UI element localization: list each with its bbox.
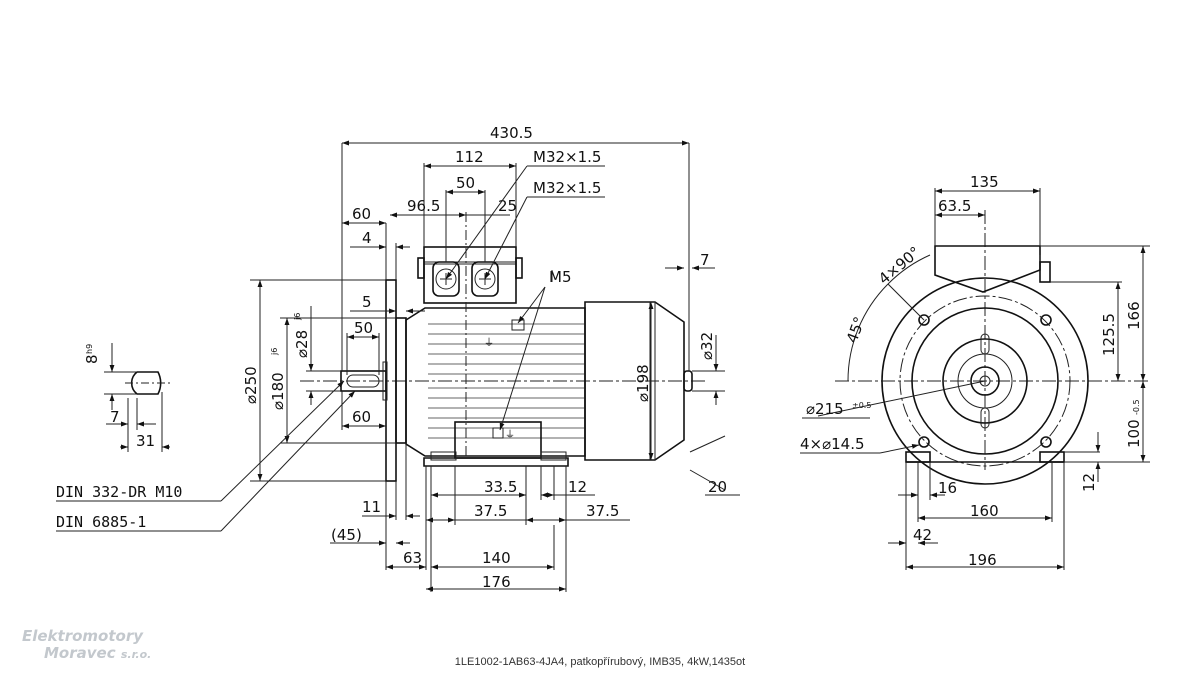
logo-suffix: s.r.o. [120, 648, 152, 661]
fan-hub [683, 370, 693, 392]
flange-thickness-label: 5 [362, 293, 372, 311]
key-width-label: 8 [83, 354, 101, 364]
company-logo: Elektromotory Moravec s.r.o. [22, 628, 151, 663]
drawing-caption: 1LE1002-1AB63-4JA4, patkopřírubový, IMB3… [454, 656, 746, 668]
foot-height-label: 12 [1080, 473, 1098, 492]
pcd-label: ⌀215 [806, 400, 844, 418]
key-height-label: 7 [110, 408, 120, 426]
box-height-label: 125.5 [1100, 313, 1118, 356]
end-foot-right [1039, 451, 1065, 463]
logo-line-2: Moravec s.r.o. [22, 645, 151, 663]
foot-hole-span-label: 33.5 [484, 478, 517, 496]
gland-offset-label: 25 [498, 197, 517, 215]
terminal-box-position-label: 96.5 [407, 197, 440, 215]
foot-hole-width-label: 12 [568, 478, 587, 496]
shaft-tolerance: j6 [293, 313, 302, 321]
motor-body [405, 307, 586, 457]
end-shaft [970, 366, 1000, 396]
gland-1-label: M32×1.5 [533, 148, 601, 166]
frame-diameter-label: ⌀198 [634, 364, 652, 402]
bolt-angle-label: 4×90° [875, 243, 924, 288]
bolt-hole-bottom-left [918, 436, 930, 448]
foot-start-label: 63 [403, 549, 422, 567]
svg-text:⏚: ⏚ [484, 337, 494, 349]
bolt-hole-top-left [918, 314, 930, 326]
foot-thickness-label: 20 [708, 478, 727, 496]
box-offset-label: 63.5 [938, 197, 971, 215]
angle-45-label: 45° [843, 314, 869, 345]
foot-left-label: 37.5 [474, 502, 507, 520]
earth-terminal-bottom-icon [492, 427, 504, 439]
end-foot-left [905, 451, 931, 463]
key-width-tolerance: h9 [85, 344, 94, 354]
shaft-height-tolerance: -0.5 [1132, 399, 1141, 415]
key-depth-label: 31 [136, 432, 155, 450]
fan-hub-diameter-label: ⌀32 [698, 332, 716, 360]
terminal-box [423, 246, 517, 304]
shaft-length-label: 60 [352, 205, 371, 223]
foot-edge-label: 42 [913, 526, 932, 544]
overall-length-label: 430.5 [490, 124, 533, 142]
key-section-view: 8 h9 7 31 [83, 343, 170, 452]
shaft-end-label: 60 [352, 408, 371, 426]
foot-pad [454, 421, 542, 459]
logo-line-1: Elektromotory [22, 627, 143, 645]
earth-terminal-top [511, 319, 525, 331]
motor-foot [423, 457, 569, 467]
bolt-holes-label: 4×⌀14.5 [800, 435, 865, 453]
flange-spigot-label: 4 [362, 229, 372, 247]
flange-diameter-label: ⌀250 [242, 366, 260, 404]
svg-text:⏚: ⏚ [505, 429, 515, 441]
end-view: 135 63.5 125.5 166 100 -0.5 12 45° 4×90°… [800, 173, 1150, 570]
gland-spacing-label: 50 [456, 174, 475, 192]
earth-thread-label: M5 [549, 268, 572, 286]
shoulder-label: (45) [331, 526, 362, 544]
foot-slot-label: 16 [938, 479, 957, 497]
foot-length-label: 176 [482, 573, 511, 591]
side-view: ⏚ ⏚ 430.5 112 50 96.5 25 M32×1.5 M32×1.5 [56, 124, 740, 592]
foot-right-label: 37.5 [586, 502, 619, 520]
foot-width-label: 196 [968, 551, 997, 569]
logo-name: Moravec [44, 644, 116, 662]
box-total-label: 166 [1125, 301, 1143, 330]
shaft-height-label: 100 [1125, 419, 1143, 448]
gland-2-label: M32×1.5 [533, 179, 601, 197]
terminal-box-width-label: 112 [455, 148, 484, 166]
spigot-diameter-label: ⌀180 [269, 372, 287, 410]
bolt-hole-top-right [1040, 314, 1052, 326]
foot-spacing-label: 160 [970, 502, 999, 520]
fan-offset-label: 7 [700, 251, 710, 269]
key-length-label: 50 [354, 319, 373, 337]
flange-offset-label: 11 [362, 498, 381, 516]
end-flange [881, 277, 1089, 485]
pcd-tolerance: ±0.5 [852, 401, 871, 410]
shaft-diameter-label: ⌀28 [293, 330, 311, 358]
foot-holes-label: 140 [482, 549, 511, 567]
box-width-label: 135 [970, 173, 999, 191]
key-standard-note: DIN 6885-1 [56, 513, 146, 531]
bolt-hole-bottom-right [1040, 436, 1052, 448]
centre-hole-note: DIN 332-DR M10 [56, 483, 182, 501]
cooling-fins [428, 323, 584, 439]
spigot-tolerance: j6 [270, 348, 279, 356]
